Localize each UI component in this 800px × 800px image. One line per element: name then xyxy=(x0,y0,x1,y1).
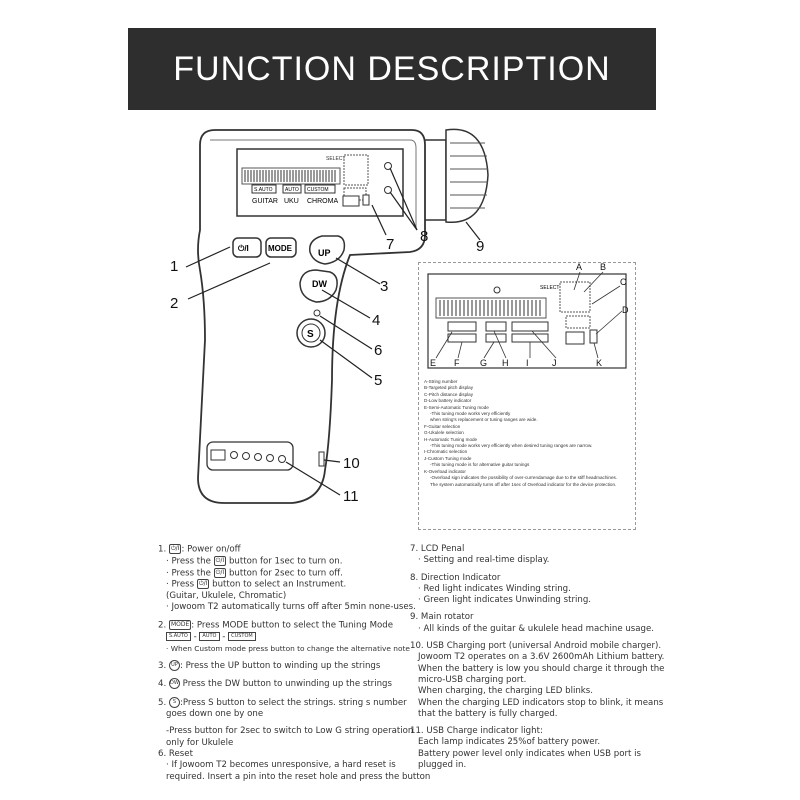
callout-1: 1 xyxy=(170,258,179,275)
detail-letter-c: C xyxy=(620,277,627,287)
legend-line: E-Semi-Automatic Tuning mode xyxy=(424,404,489,410)
detail-letter-h: H xyxy=(502,358,509,368)
legend-line: -This tuning mode works very efficiently xyxy=(430,411,511,417)
string-button-icon: S xyxy=(168,696,180,708)
legend-line: -This tuning mode works very efficiently… xyxy=(430,443,593,449)
title-banner: FUNCTION DESCRIPTION xyxy=(128,28,656,110)
detail-select-label: SELECT xyxy=(540,285,559,291)
legend-line: B-Targeted pitch display xyxy=(424,385,474,391)
callout-9: 9 xyxy=(476,238,485,255)
up-button xyxy=(309,235,346,265)
callout-5: 5 xyxy=(374,372,383,389)
detail-letter-b: B xyxy=(600,262,606,272)
detail-lcd xyxy=(427,273,627,369)
power-button-label: ⏻/I xyxy=(238,244,249,253)
detail-letter-i: I xyxy=(526,358,529,368)
lcd-mode-sauto: S.AUTO xyxy=(254,187,273,193)
callout-8: 8 xyxy=(420,228,429,245)
callout-11: 11 xyxy=(343,488,359,505)
reset-hole xyxy=(313,309,321,317)
detail-letter-j: J xyxy=(552,358,557,368)
detail-letter-g: G xyxy=(480,358,487,368)
legend-line: -Overload sign indicates the possibility… xyxy=(430,475,618,481)
callout-6: 6 xyxy=(374,342,383,359)
legend-line: -This tuning mode is for alternative gui… xyxy=(430,462,530,468)
callout-3: 3 xyxy=(380,278,389,295)
left-description-column: 1. ⏻/I: Power on/off · Press the ⏻/I but… xyxy=(158,544,431,782)
device-body xyxy=(197,129,426,504)
power-button-icon: ⏻/I xyxy=(168,544,182,554)
down-button-label: DW xyxy=(312,279,327,289)
lcd-mode-custom: CUSTOM xyxy=(307,187,329,193)
legend-line: K-Overload indicator xyxy=(424,468,466,474)
lcd-uku: UKU xyxy=(284,198,299,205)
page-title: FUNCTION DESCRIPTION xyxy=(173,49,611,88)
lcd-mode-auto: AUTO xyxy=(285,187,299,193)
lcd-chroma: CHROMA xyxy=(307,198,338,205)
legend-line: F-Guitar selection xyxy=(424,423,461,429)
down-button-icon: DW xyxy=(168,678,180,690)
detail-letter-d: D xyxy=(622,305,629,315)
legend-line: I-Chromatic selection xyxy=(424,449,468,455)
callout-4: 4 xyxy=(372,312,381,329)
legend-line: when string's replacement or tuning rang… xyxy=(430,417,538,423)
up-button-icon: UP xyxy=(168,660,180,672)
detail-letter-e: E xyxy=(430,358,436,368)
legend-line: The system automatically turns off after… xyxy=(430,481,617,487)
up-button-label: UP xyxy=(318,248,331,258)
mode-button xyxy=(265,237,297,258)
legend-line: D-Low battery indicator xyxy=(424,398,472,404)
legend-line: A-String number xyxy=(424,379,458,384)
detail-letter-f: F xyxy=(454,358,460,368)
mode-button-label: MODE xyxy=(268,244,293,253)
lcd-guitar: GUITAR xyxy=(252,198,278,205)
detail-letter-k: K xyxy=(596,358,602,368)
detail-letter-a: A xyxy=(576,262,582,272)
legend-line: J-Custom Tuning mode xyxy=(424,455,472,461)
legend-line: G-Ukulele selection xyxy=(424,430,464,436)
mode-button-icon: MODE xyxy=(168,619,192,630)
usb-port xyxy=(318,451,325,467)
legend-line: H-Automatic Tuning mode xyxy=(424,436,478,442)
power-button xyxy=(232,237,262,258)
callout-10: 10 xyxy=(343,455,360,472)
main-rotator xyxy=(417,128,489,223)
string-button-label: S xyxy=(307,329,314,340)
callout-7: 7 xyxy=(386,236,395,253)
legend-line: C-Pitch distance display xyxy=(424,391,474,397)
direction-indicator-green xyxy=(384,186,392,194)
direction-indicator-red xyxy=(384,162,392,170)
callout-2: 2 xyxy=(170,295,179,312)
lcd-select-label: SELECT xyxy=(326,156,345,162)
lcd-detail-box xyxy=(418,262,636,530)
right-description-column: 7. LCD Penal · Setting and real-time dis… xyxy=(410,544,665,771)
